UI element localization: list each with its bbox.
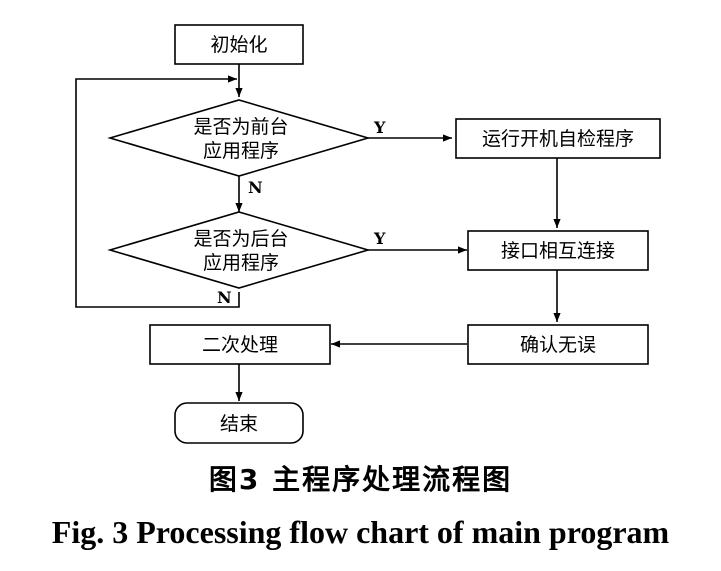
node-interconnect-label: 接口相互连接: [501, 240, 615, 262]
edge-background-no-loop: [75, 75, 240, 308]
node-secondary-label: 二次处理: [202, 334, 278, 356]
caption-chinese: 图3 主程序处理流程图: [208, 463, 513, 496]
node-end-label: 结束: [220, 413, 258, 435]
branch-label-background-no: N: [217, 288, 232, 307]
flowchart: 初始化 是否为前台 应用程序 是否为后台 应用程序 运行开机自检程序 接口相互连…: [75, 24, 661, 444]
branch-label-foreground-no: N: [248, 178, 263, 197]
node-interconnect: 接口相互连接: [467, 230, 649, 271]
node-self-test-label: 运行开机自检程序: [482, 128, 634, 150]
node-confirm: 确认无误: [467, 324, 649, 365]
node-background-check-line2: 应用程序: [203, 252, 279, 274]
node-secondary: 二次处理: [149, 324, 331, 365]
node-background-check-line1: 是否为后台: [193, 228, 288, 250]
node-foreground-check-line2: 应用程序: [203, 140, 279, 162]
node-self-test: 运行开机自检程序: [455, 118, 661, 159]
node-background-check: 是否为后台 应用程序: [107, 211, 371, 289]
node-foreground-check: 是否为前台 应用程序: [107, 99, 371, 177]
node-init-label: 初始化: [210, 34, 267, 56]
caption-english: Fig. 3 Processing flow chart of main pro…: [51, 514, 670, 550]
node-foreground-check-line1: 是否为前台: [193, 116, 288, 138]
node-confirm-label: 确认无误: [520, 334, 596, 356]
edges: [75, 64, 561, 401]
branch-label-background-yes: Y: [373, 229, 386, 248]
node-init: 初始化: [174, 24, 304, 65]
branch-label-foreground-yes: Y: [373, 118, 386, 137]
node-end: 结束: [174, 402, 304, 444]
